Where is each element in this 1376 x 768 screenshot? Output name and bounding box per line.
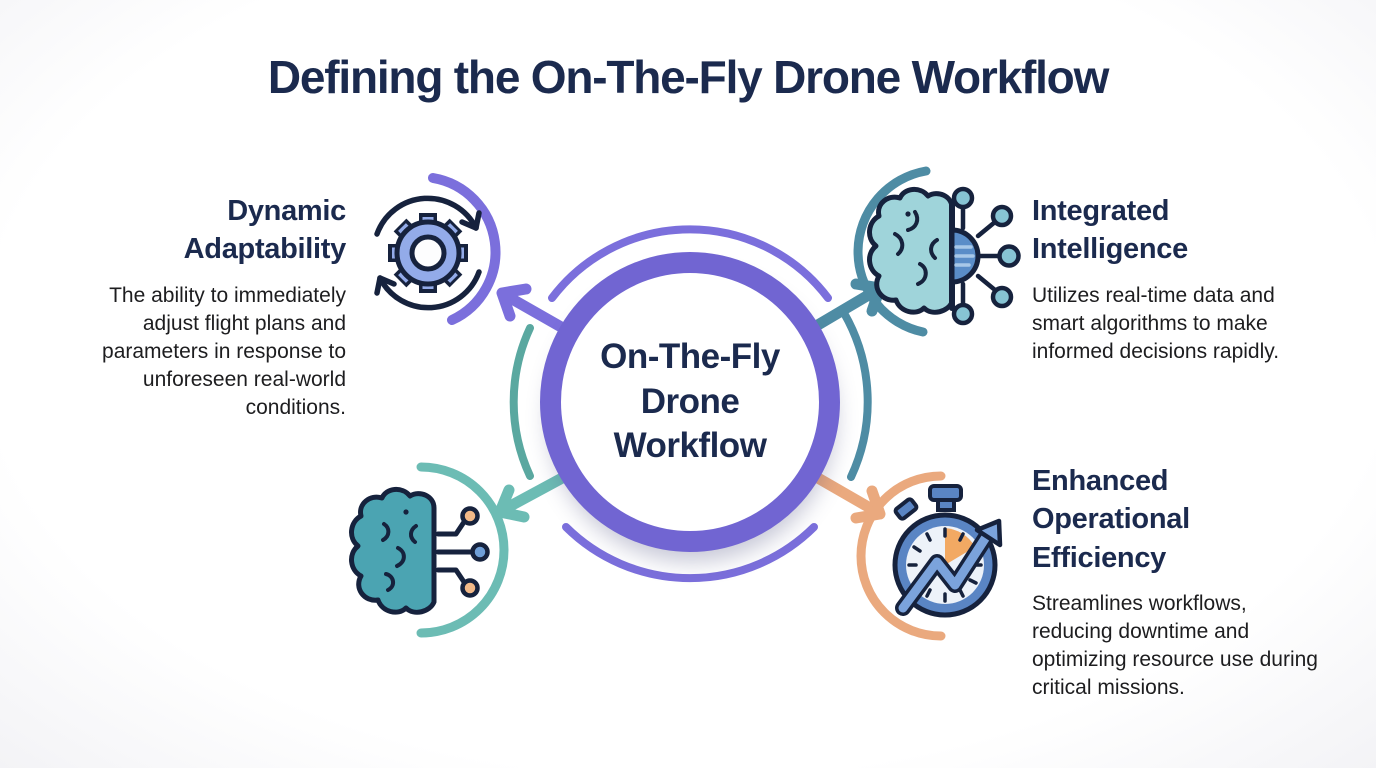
item-description: Utilizes real-time data and smart algori… (1032, 283, 1280, 363)
brain-half-shape (867, 187, 955, 315)
brain-circuit-icon (853, 166, 1021, 337)
hub-arc-right (840, 309, 872, 481)
stopwatch-wedge (945, 528, 975, 565)
page-title: Defining the On-The-Fly Drone Workflow (267, 51, 1110, 103)
brain-dot (905, 211, 911, 217)
item-dynamic-adaptability: Dynamic Adaptability The ability to imme… (62, 192, 346, 422)
network-links (435, 519, 475, 585)
network-nodes (460, 506, 490, 598)
item-description: The ability to immediately adjust flight… (102, 283, 346, 420)
arrowhead-icon (850, 485, 886, 524)
gear-sync-icon (374, 173, 501, 325)
brain-dot (403, 509, 409, 515)
brain-shape (349, 487, 437, 615)
circuit-nodes (951, 186, 1021, 326)
item-enhanced-operational-efficiency: Enhanced Operational Efficiency Streamli… (1032, 462, 1324, 702)
brain-network-accent-arc (416, 462, 509, 638)
arrowhead-icon (496, 283, 532, 322)
brain-folds (893, 210, 939, 286)
gear-accent-arc (428, 173, 501, 325)
item-title: Integrated Intelligence (1032, 195, 1188, 266)
item-integrated-intelligence: Integrated Intelligence Utilizes real-ti… (1032, 192, 1324, 366)
stopwatch-accent-arc (856, 471, 946, 641)
hub-decoration-arcs (509, 225, 872, 583)
sync-arrows-icon (374, 195, 482, 311)
central-hub: On-The-Fly Drone Workflow (540, 252, 840, 552)
brain-folds (381, 522, 418, 592)
stopwatch-side-button (893, 497, 919, 521)
central-hub-label: On-The-Fly Drone Workflow (600, 336, 780, 466)
hub-arc-bottom (562, 523, 818, 583)
brain-circuit-accent-arc (853, 166, 931, 337)
item-description: Streamlines workflows, reducing downtime… (1032, 591, 1318, 700)
hub-arc-left (509, 324, 534, 480)
item-title: Enhanced Operational Efficiency (1032, 465, 1190, 574)
brain-network-icon (349, 462, 509, 638)
chip-stripes (954, 245, 975, 267)
circuit-spokes (960, 204, 1003, 308)
stopwatch-button (928, 484, 963, 502)
gear-icon (388, 213, 468, 293)
item-title: Dynamic Adaptability (183, 195, 347, 266)
hub-arc-top (548, 225, 832, 302)
growth-arrow-icon (895, 518, 1003, 616)
arrowhead-icon (494, 484, 530, 523)
stopwatch-growth-icon (856, 471, 1003, 641)
